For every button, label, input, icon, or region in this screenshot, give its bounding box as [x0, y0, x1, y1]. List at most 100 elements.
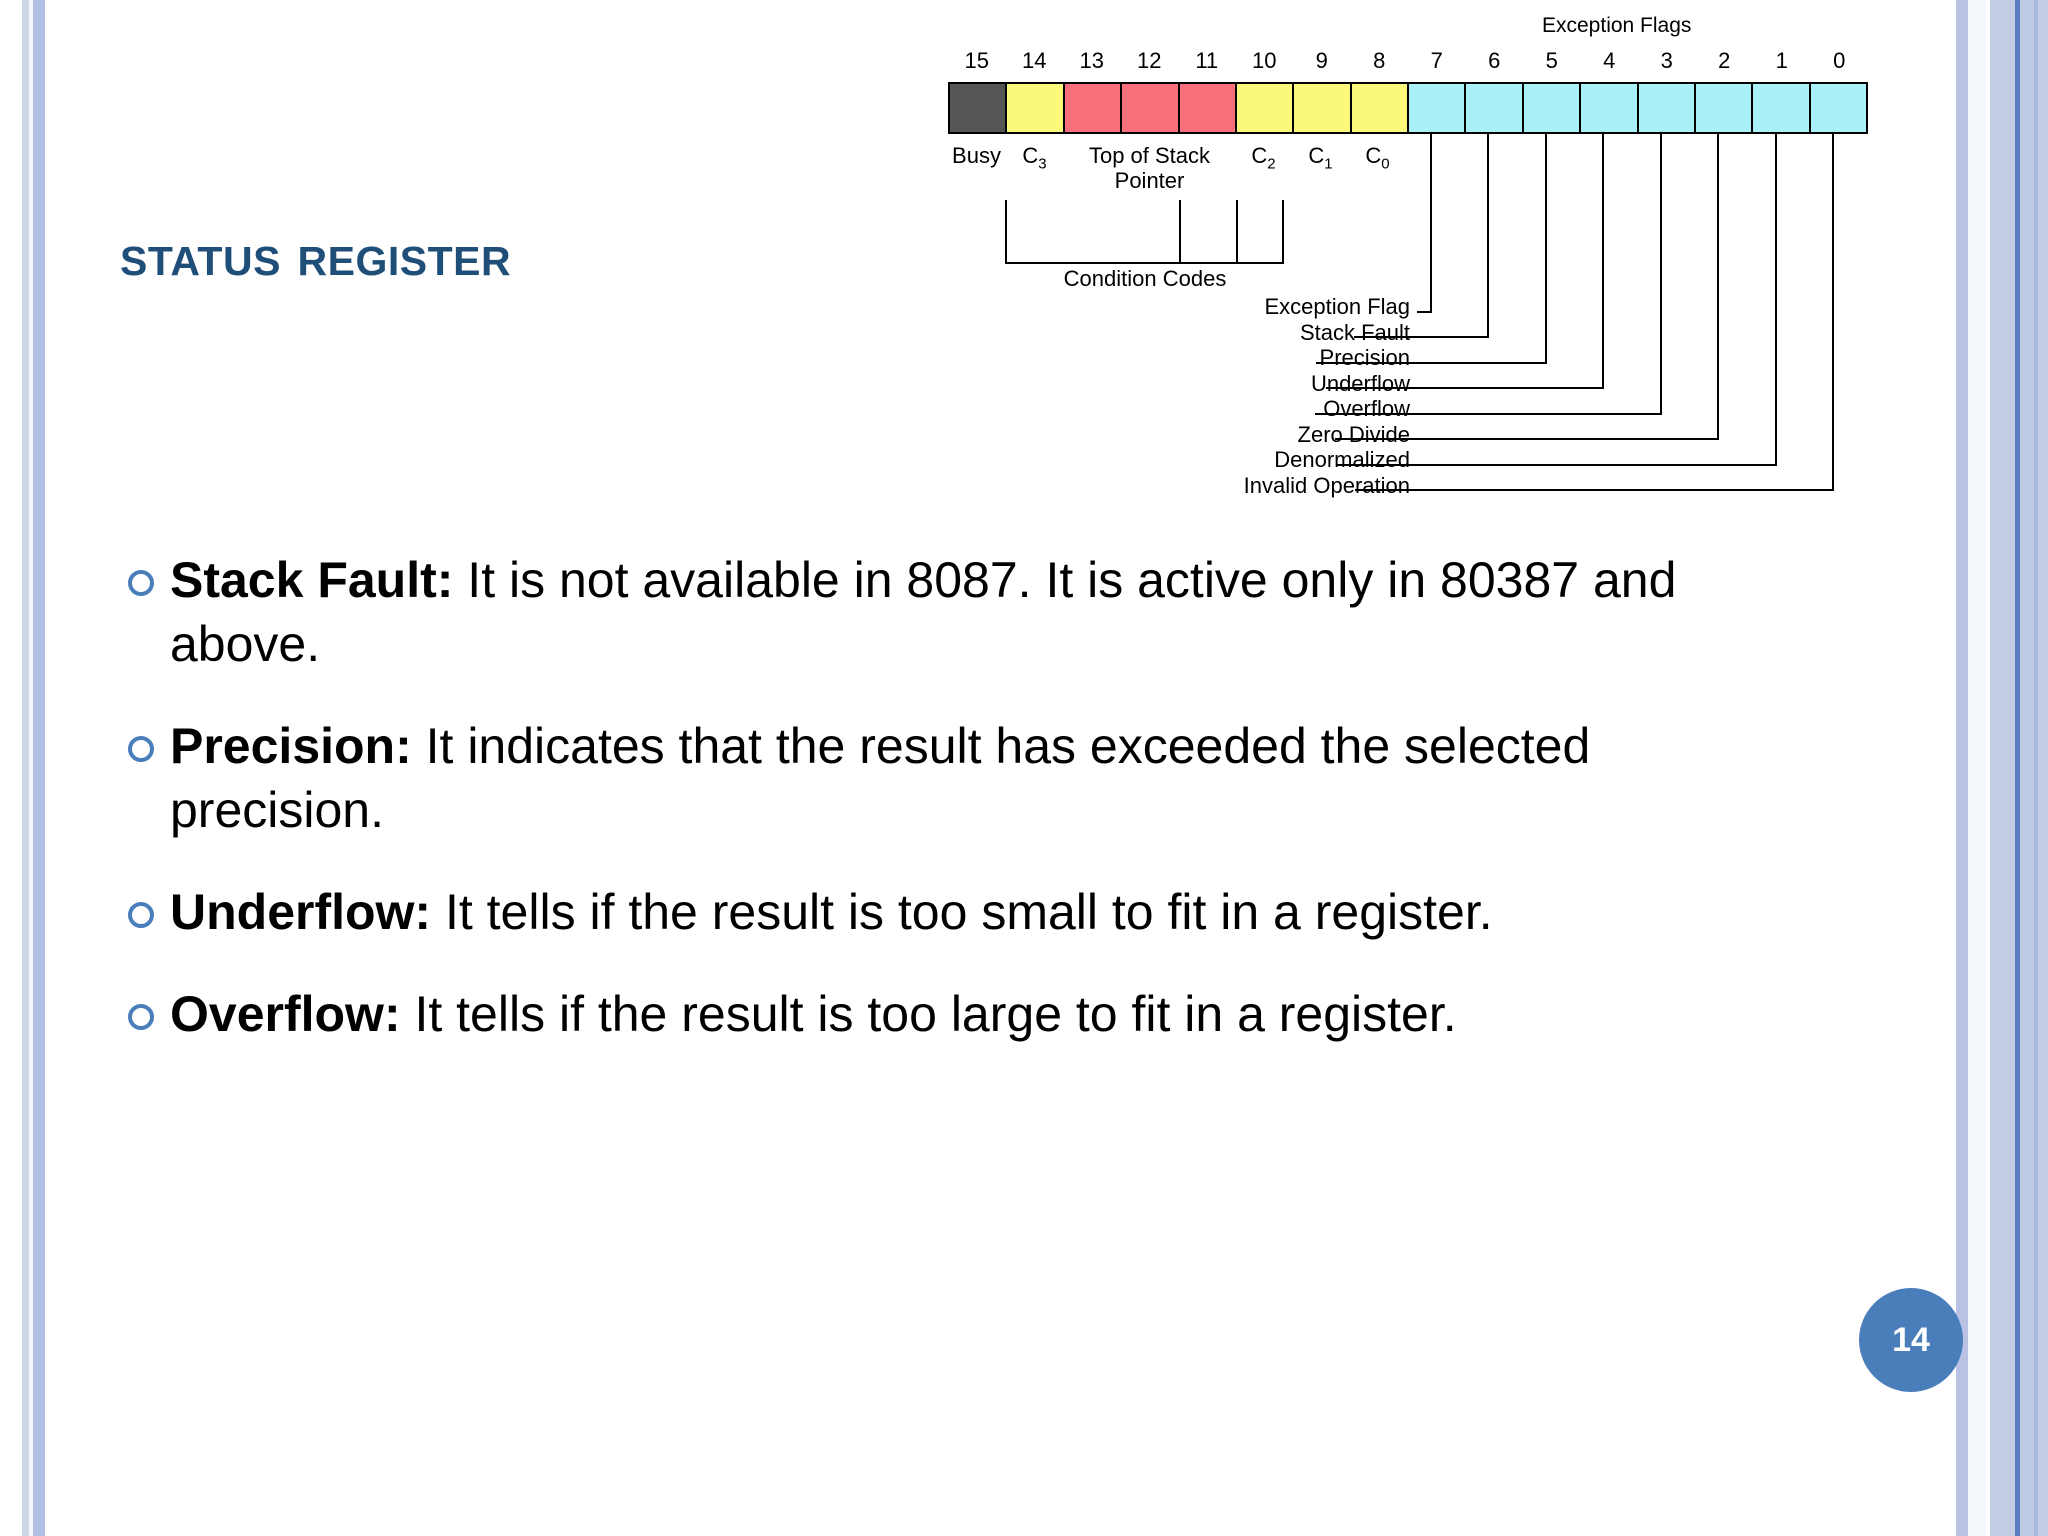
bit-cell-2: [1695, 84, 1754, 132]
bullet-term: Overflow:: [170, 986, 401, 1042]
exception-flag-row-6: Stack Fault: [930, 320, 1410, 346]
field-label-top-of-stack-pointer: Top of Stack Pointer: [1062, 143, 1237, 193]
field-label-c1-text: C: [1308, 143, 1325, 168]
field-label-c0-text: C: [1365, 143, 1382, 168]
bit-cell-9: [1294, 84, 1352, 132]
bit-cell-11: [1179, 84, 1237, 132]
right-stripe-8: [2038, 0, 2048, 1536]
field-label-tos-line1: Top of Stack: [1088, 143, 1211, 168]
bullet-list: Stack Fault: It is not available in 8087…: [128, 548, 1778, 1084]
exception-flag-row-3: Overflow: [930, 396, 1410, 422]
field-label-c2-text: C: [1251, 143, 1268, 168]
field-label-busy: Busy: [952, 143, 1001, 168]
bit-number-7: 7: [1430, 48, 1443, 73]
bullet-item: Underflow: It tells if the result is too…: [128, 880, 1778, 944]
bit-number-6: 6: [1488, 48, 1501, 73]
field-label-row: Busy C3 Top of Stack Pointer C2 C1 C0: [948, 142, 1868, 198]
bit-number-12: 12: [1137, 48, 1162, 73]
right-edge-stripes: [1956, 0, 2048, 1536]
field-label-tos-line2: Pointer: [1114, 167, 1185, 193]
bullet-circle-icon: [128, 736, 154, 762]
bit-cell-15: [950, 84, 1008, 132]
exception-flag-label-3: Overflow: [1323, 396, 1410, 421]
field-label-c2: C2: [1235, 143, 1292, 173]
bit-number-10: 10: [1252, 48, 1277, 73]
bullet-text: Precision: It indicates that the result …: [170, 714, 1778, 842]
bit-number-14: 14: [1022, 48, 1047, 73]
condition-codes-tick-c2: [1179, 200, 1181, 262]
exception-flag-label-7: Exception Flag: [1264, 294, 1410, 319]
right-stripe-1: [1956, 0, 1968, 1536]
left-stripe-2: [22, 0, 29, 1536]
bit-number-1: 1: [1775, 48, 1788, 73]
right-stripe-2: [1968, 0, 1986, 1536]
bullet-body: It is not available in 8087. It is activ…: [170, 552, 1677, 672]
field-label-c3: C3: [1006, 143, 1063, 173]
page-title: Status Register: [120, 223, 512, 288]
bit-cell-14: [1007, 84, 1065, 132]
bullet-item: Precision: It indicates that the result …: [128, 714, 1778, 842]
exception-flags-group-label: Exception Flags: [1542, 14, 1692, 37]
field-label-c3-sub: 3: [1038, 155, 1047, 173]
exception-flag-label-4: Underflow: [1310, 370, 1410, 396]
exception-flag-row-5: Precision: [930, 345, 1410, 371]
bullet-term: Stack Fault:: [170, 552, 454, 608]
bit-number-4: 4: [1603, 48, 1616, 73]
bullet-term: Underflow:: [170, 884, 432, 940]
bullet-text: Overflow: It tells if the result is too …: [170, 982, 1778, 1046]
field-label-c3-text: C: [1022, 143, 1039, 168]
bit-cell-4: [1581, 84, 1639, 132]
bit-number-9: 9: [1315, 48, 1328, 73]
bit-number-3: 3: [1660, 48, 1673, 73]
bullet-item: Stack Fault: It is not available in 8087…: [128, 548, 1778, 676]
bit-number-0: 0: [1833, 48, 1846, 73]
exception-flag-row-7: Exception Flag: [930, 294, 1410, 320]
bit-cell-0: [1810, 84, 1866, 132]
bullet-term: Precision:: [170, 718, 412, 774]
exception-flag-label-0: Invalid Operation: [1243, 472, 1410, 498]
bit-cell-13: [1064, 84, 1123, 132]
bit-number-11: 11: [1195, 48, 1219, 73]
bit-number-5: 5: [1545, 48, 1558, 73]
left-stripe-5: [45, 0, 49, 1536]
exception-flag-row-1: Denormalized: [930, 447, 1410, 473]
exception-flag-label-2: Zero Divide: [1297, 421, 1410, 447]
exception-flag-label-1: Denormalized: [1274, 447, 1410, 472]
bullet-item: Overflow: It tells if the result is too …: [128, 982, 1778, 1046]
exception-flag-row-0: Invalid Operation: [930, 473, 1410, 499]
field-label-c0: C0: [1349, 143, 1406, 173]
exception-flag-row-4: Underflow: [930, 371, 1410, 397]
condition-codes-bracket: [1005, 200, 1284, 264]
left-edge-stripes: [0, 0, 49, 1536]
exception-flag-row-2: Zero Divide: [930, 422, 1410, 448]
bit-cell-1: [1753, 84, 1811, 132]
field-label-c1: C1: [1292, 143, 1349, 173]
right-stripe-7: [2034, 0, 2038, 1536]
exception-flag-label-6: Stack Fault: [1299, 319, 1410, 345]
exception-flag-label-5: Precision: [1319, 345, 1410, 370]
bullet-circle-icon: [128, 902, 154, 928]
bit-cell-7: [1409, 84, 1467, 132]
right-stripe-6: [2020, 0, 2034, 1536]
bit-cell-12: [1122, 84, 1180, 132]
bullet-body: It indicates that the result has exceede…: [170, 718, 1591, 838]
right-stripe-5: [2015, 0, 2020, 1536]
left-stripe-1: [0, 0, 22, 1536]
bit-cell-5: [1523, 84, 1582, 132]
bullet-text: Underflow: It tells if the result is too…: [170, 880, 1778, 944]
bit-number-13: 13: [1079, 48, 1104, 73]
bit-cell-3: [1638, 84, 1696, 132]
bit-cell-row: [948, 82, 1868, 134]
left-stripe-3: [29, 0, 33, 1536]
bullet-circle-icon: [128, 570, 154, 596]
bullet-body: It tells if the result is too small to f…: [431, 884, 1493, 940]
bullet-text: Stack Fault: It is not available in 8087…: [170, 548, 1778, 676]
bullet-body: It tells if the result is too large to f…: [400, 986, 1457, 1042]
page-number-badge: 14: [1859, 1288, 1963, 1392]
bit-number-15: 15: [964, 48, 989, 73]
field-label-c1-sub: 1: [1324, 155, 1333, 173]
